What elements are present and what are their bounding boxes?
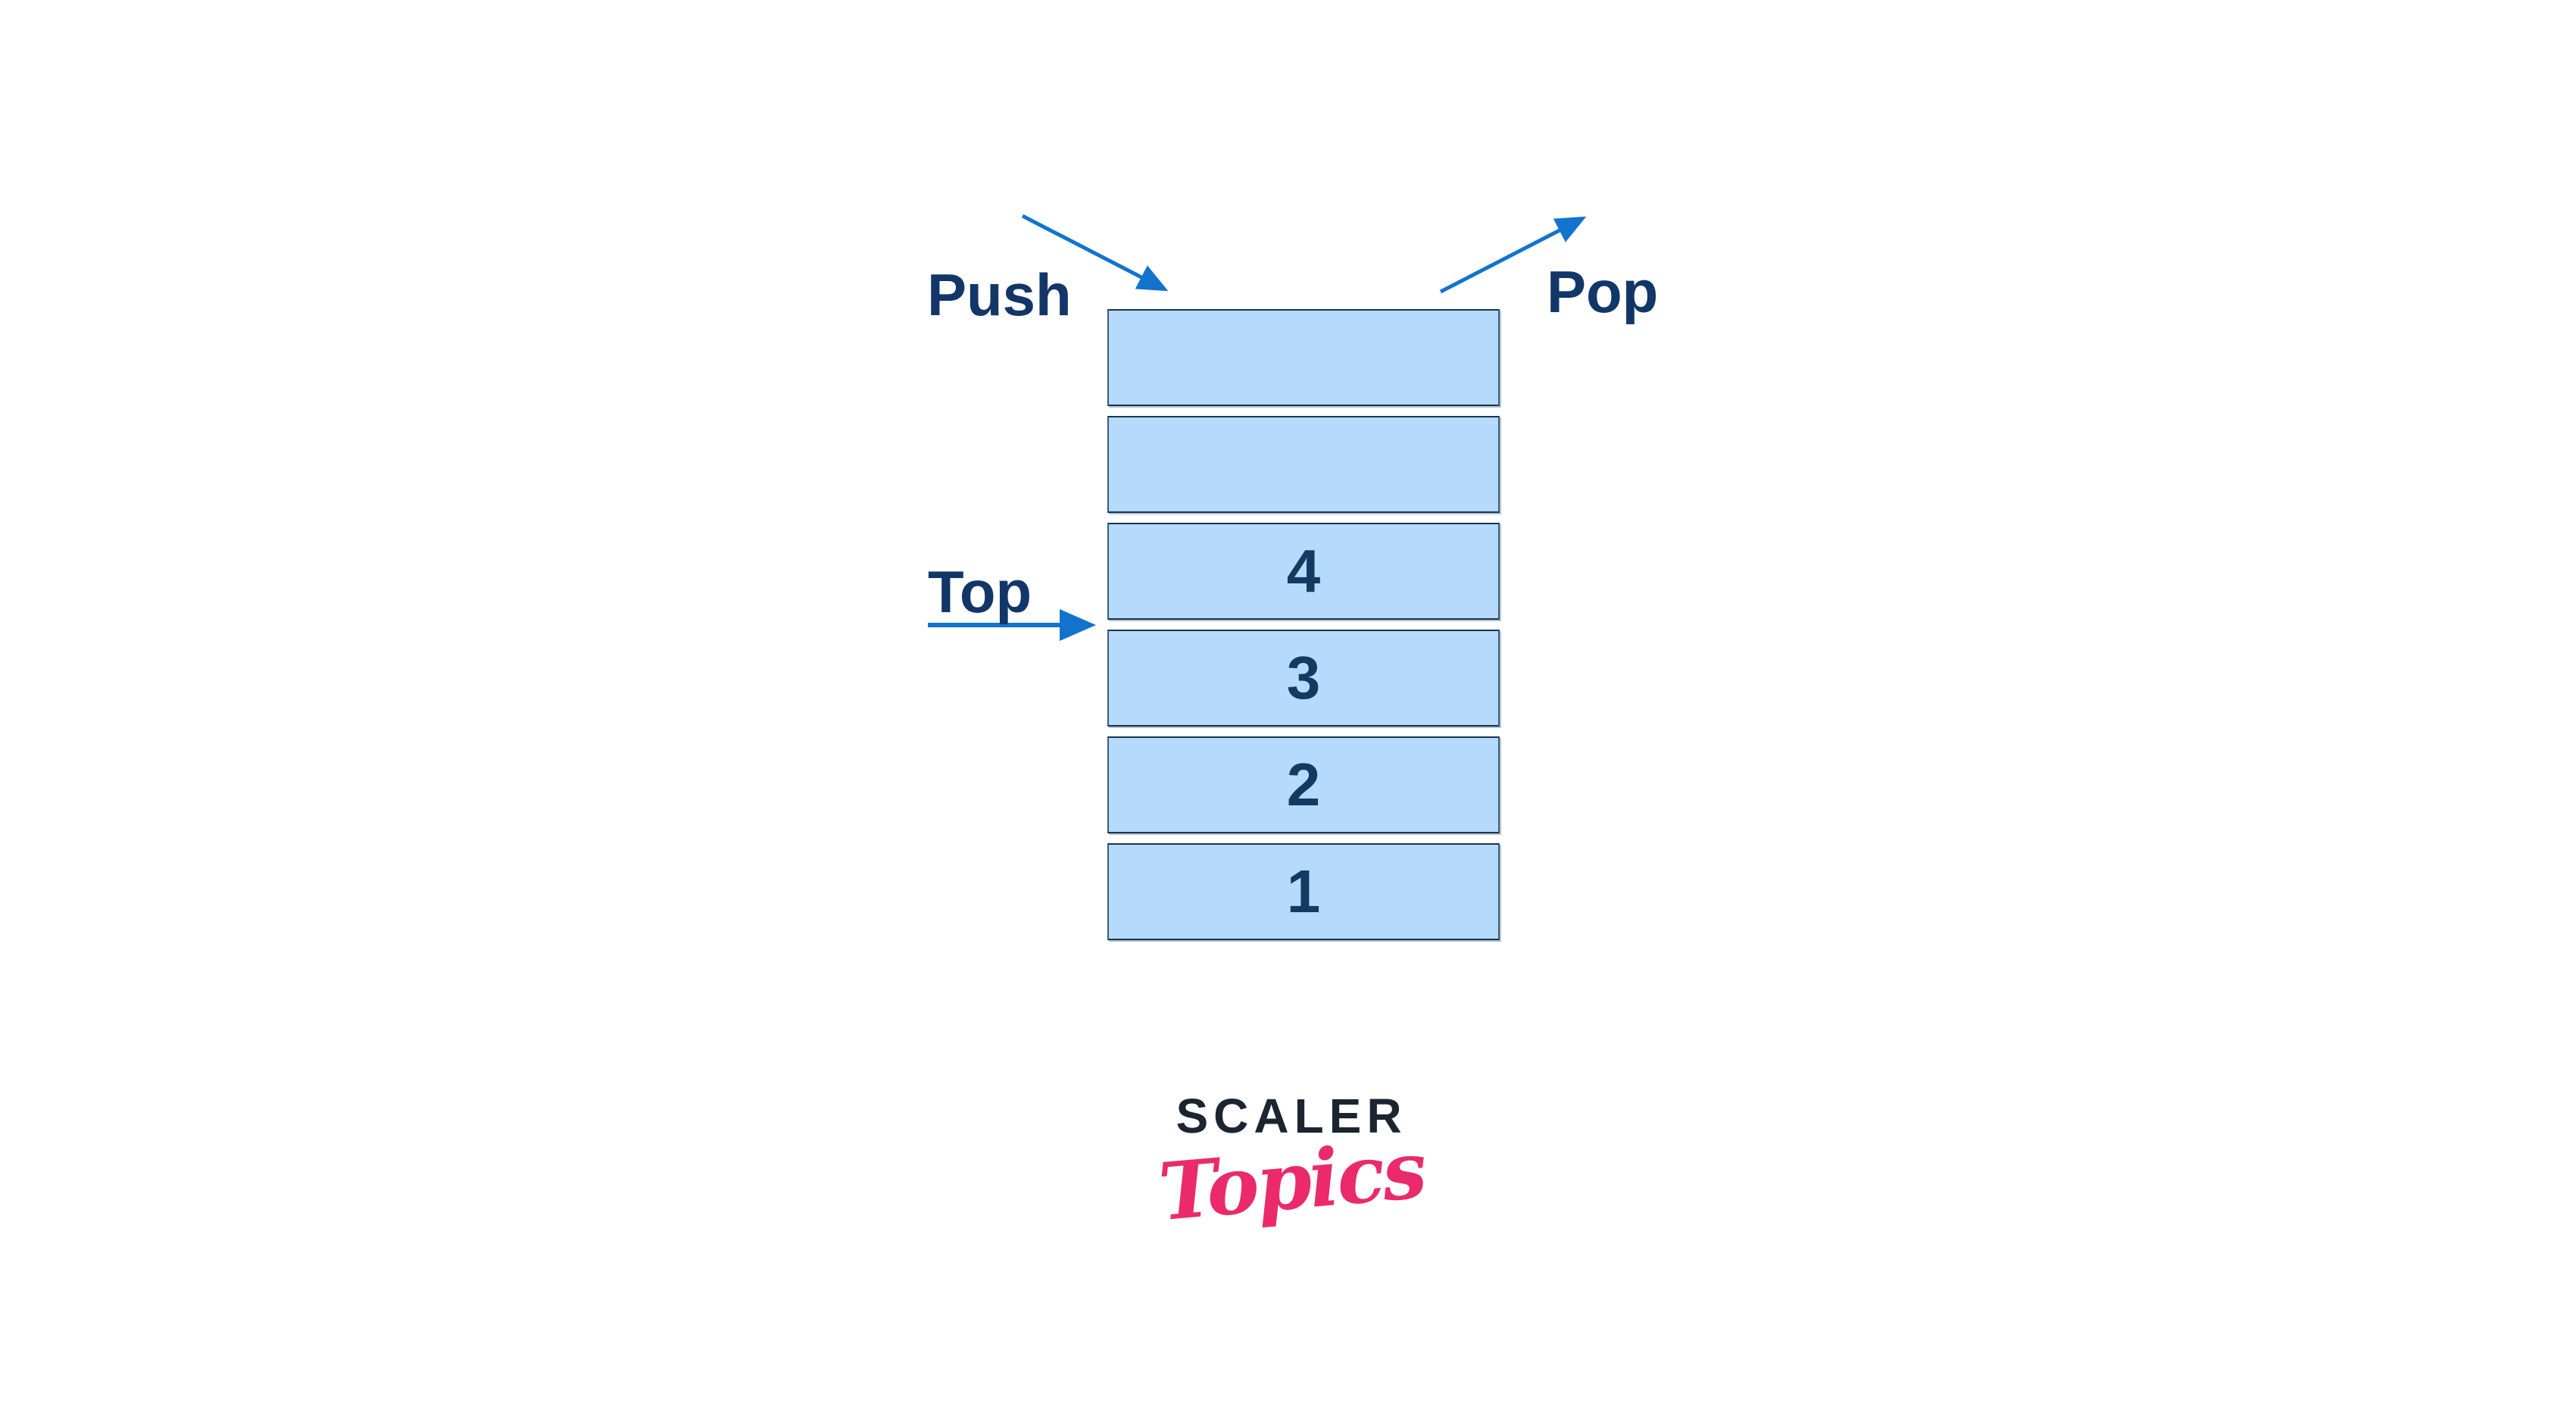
push-label: Push xyxy=(927,261,1072,328)
stack-cell-value-2: 2 xyxy=(1107,736,1500,833)
stack-cell-value-3: 3 xyxy=(1107,630,1500,727)
logo-scaler-wordmark: SCALER xyxy=(1176,1089,1407,1143)
stack-cell-value-1: 1 xyxy=(1107,843,1500,940)
scaler-topics-logo: SCALER Topics xyxy=(1140,1088,1443,1239)
top-label: Top xyxy=(928,558,1032,625)
stack-cell-value-4: 4 xyxy=(1107,523,1500,620)
pop-arrow-icon xyxy=(1439,216,1587,294)
stack-cell-empty-top xyxy=(1107,309,1500,406)
pop-label: Pop xyxy=(1547,258,1659,325)
stack: 4 3 2 1 xyxy=(1107,309,1500,940)
stack-cell-empty-second xyxy=(1107,416,1500,513)
logo-topics-wordmark: Topics xyxy=(1154,1122,1429,1239)
